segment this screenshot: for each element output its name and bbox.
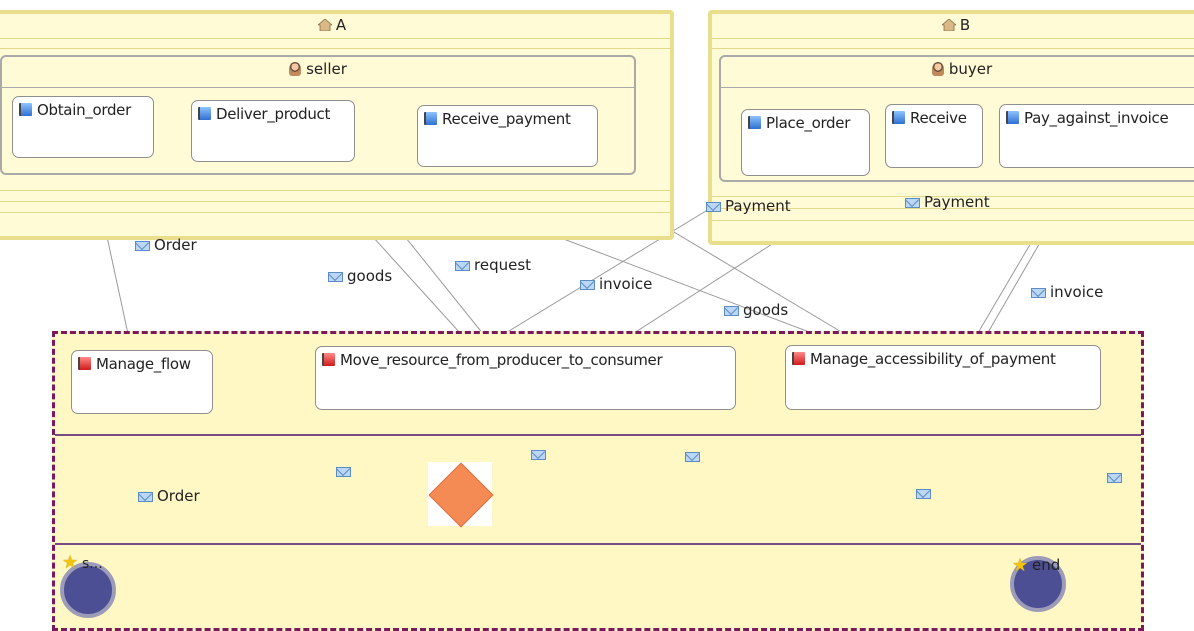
end-event-label: end bbox=[1032, 556, 1061, 574]
message-payment-1[interactable]: Payment bbox=[706, 197, 791, 215]
envelope-icon bbox=[328, 272, 343, 282]
task-receive-payment[interactable]: Receive_payment bbox=[417, 105, 598, 167]
message-invoice-1[interactable]: invoice bbox=[580, 275, 652, 293]
task-obtain-order[interactable]: Obtain_order bbox=[12, 96, 154, 158]
envelope-icon bbox=[1031, 288, 1046, 298]
envelope-icon bbox=[905, 198, 920, 208]
start-star-icon: ★ bbox=[62, 552, 79, 573]
envelope-icon bbox=[135, 241, 150, 251]
envelope-icon bbox=[706, 202, 721, 212]
message-invoice-2[interactable]: invoice bbox=[1031, 283, 1103, 301]
message-label: Payment bbox=[725, 197, 791, 215]
role-seller-title: seller bbox=[2, 60, 634, 78]
task-flag-icon bbox=[322, 353, 335, 366]
envelope-icon bbox=[580, 280, 595, 290]
task-manage-flow[interactable]: Manage_flow bbox=[71, 350, 213, 414]
task-flag-icon bbox=[1006, 111, 1019, 124]
task-flag-icon bbox=[792, 352, 805, 365]
task-deliver-product[interactable]: Deliver_product bbox=[191, 100, 355, 162]
task-label: Manage_accessibility_of_payment bbox=[810, 350, 1056, 368]
envelope-icon[interactable] bbox=[530, 450, 546, 460]
envelope-icon[interactable] bbox=[684, 452, 700, 462]
envelope-icon[interactable] bbox=[336, 467, 351, 477]
envelope-icon bbox=[138, 492, 153, 502]
task-flag-icon bbox=[198, 107, 211, 120]
task-pay-against-invoice[interactable]: Pay_against_invoice bbox=[999, 104, 1194, 168]
envelope-icon[interactable] bbox=[916, 489, 932, 499]
role-buyer-title: buyer bbox=[721, 60, 1194, 78]
task-flag-icon bbox=[892, 111, 905, 124]
envelope-icon bbox=[724, 306, 739, 316]
start-event[interactable] bbox=[60, 562, 116, 618]
task-label: Place_order bbox=[766, 114, 851, 132]
message-label: Order bbox=[157, 487, 200, 505]
message-label: Order bbox=[154, 236, 197, 254]
house-icon bbox=[940, 17, 957, 32]
message-label: goods bbox=[743, 301, 789, 319]
person-icon bbox=[931, 62, 944, 76]
message-order-bottom[interactable]: Order bbox=[138, 487, 200, 505]
message-label: invoice bbox=[1050, 283, 1104, 301]
start-event-label: s... bbox=[82, 556, 103, 572]
task-label: Manage_flow bbox=[96, 355, 191, 373]
task-label: Obtain_order bbox=[37, 101, 131, 119]
message-payment-2[interactable]: Payment bbox=[905, 193, 990, 211]
role-buyer-label: buyer bbox=[948, 60, 993, 78]
task-receive[interactable]: Receive bbox=[885, 104, 983, 168]
message-goods-1[interactable]: goods bbox=[328, 267, 392, 285]
message-order-top[interactable]: Order bbox=[135, 236, 197, 254]
task-label: Deliver_product bbox=[216, 105, 331, 123]
message-label: request bbox=[474, 256, 532, 274]
role-seller-label: seller bbox=[306, 60, 347, 78]
message-label: invoice bbox=[599, 275, 653, 293]
house-icon bbox=[316, 17, 333, 32]
task-flag-icon bbox=[424, 112, 437, 125]
partner-b-title: B bbox=[712, 16, 1194, 34]
task-flag-icon bbox=[19, 103, 32, 116]
message-request[interactable]: request bbox=[455, 256, 531, 274]
task-place-order[interactable]: Place_order bbox=[741, 109, 870, 176]
task-label: Receive_payment bbox=[442, 110, 571, 128]
partner-a-title: A bbox=[0, 16, 670, 34]
message-goods-2[interactable]: goods bbox=[724, 301, 788, 319]
end-event[interactable] bbox=[1010, 556, 1066, 612]
envelope-icon[interactable] bbox=[1107, 473, 1123, 483]
end-star-icon: ★ bbox=[1012, 555, 1029, 576]
task-label: Receive bbox=[910, 109, 967, 127]
partner-a-name: A bbox=[335, 16, 347, 34]
message-label: Payment bbox=[924, 193, 990, 211]
task-move-resource[interactable]: Move_resource_from_producer_to_consumer bbox=[315, 346, 736, 410]
envelope-icon bbox=[455, 261, 470, 271]
task-flag-icon bbox=[78, 357, 91, 370]
person-icon bbox=[289, 62, 302, 76]
message-label: goods bbox=[347, 267, 393, 285]
task-label: Move_resource_from_producer_to_consumer bbox=[340, 351, 663, 369]
task-flag-icon bbox=[748, 116, 761, 129]
task-label: Pay_against_invoice bbox=[1024, 109, 1169, 127]
task-manage-accessibility[interactable]: Manage_accessibility_of_payment bbox=[785, 345, 1101, 410]
partner-b-name: B bbox=[959, 16, 971, 34]
